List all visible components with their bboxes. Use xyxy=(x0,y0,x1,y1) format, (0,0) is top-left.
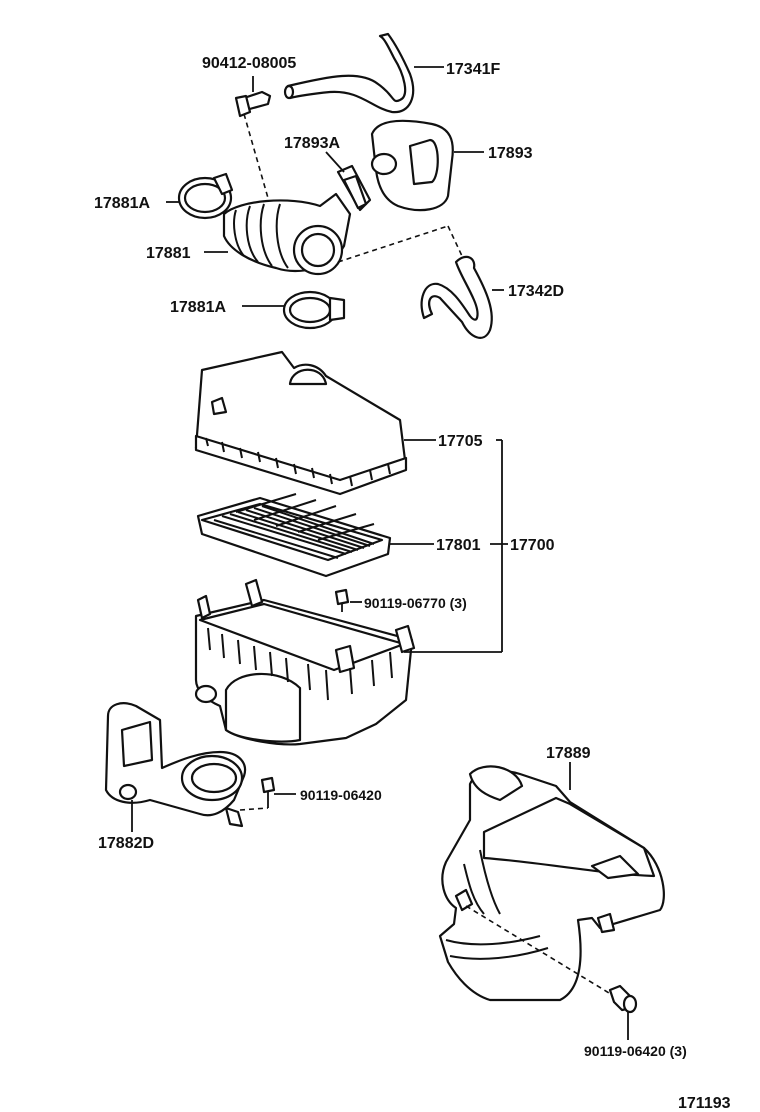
dash-17889 xyxy=(465,905,615,997)
label-90119-06770: 90119-06770 (3) xyxy=(364,595,467,611)
dash-17882d xyxy=(239,807,269,811)
air-cleaner-case-part xyxy=(194,578,416,746)
dash-17342d xyxy=(337,225,449,263)
clip-17893a-part xyxy=(336,164,372,212)
label-90119-06420-a: 90119-06420 xyxy=(300,787,382,803)
label-17881a-bottom: 17881A xyxy=(170,299,226,316)
dash-90412 xyxy=(243,113,271,206)
label-17882d: 17882D xyxy=(98,835,154,852)
air-cleaner-duct-17889-part xyxy=(438,765,665,1002)
hose-17342d-part xyxy=(420,255,493,339)
bolt-90119-06420-b-part xyxy=(608,984,638,1014)
label-17341f: 17341F xyxy=(446,61,500,78)
leader-17893a xyxy=(325,151,345,173)
label-17705: 17705 xyxy=(438,433,483,450)
bolt-90119-06770-part xyxy=(334,588,350,612)
intake-hose-17881-part xyxy=(222,192,352,276)
label-90412-08005: 90412-08005 xyxy=(202,55,296,72)
air-cleaner-cap-17705-part xyxy=(194,350,408,496)
label-17342d: 17342D xyxy=(508,283,564,300)
clamp-17881a-top-part xyxy=(177,172,234,220)
label-17881: 17881 xyxy=(146,245,191,262)
hose-17341f-part xyxy=(283,32,415,114)
label-17889: 17889 xyxy=(546,745,591,762)
resonator-17893-part xyxy=(370,119,454,212)
filter-element-17801-part xyxy=(196,493,392,578)
label-17893: 17893 xyxy=(488,145,533,162)
bolt-90119-06420-a-part xyxy=(260,776,276,808)
intake-duct-17882d-part xyxy=(104,702,247,828)
diagram-id: 171193 xyxy=(678,1095,731,1112)
clamp-17881a-bottom-part xyxy=(282,290,346,330)
label-17801: 17801 xyxy=(436,537,481,554)
label-17881a-top: 17881A xyxy=(94,195,150,212)
label-17700: 17700 xyxy=(510,537,555,554)
label-90119-06420-b: 90119-06420 (3) xyxy=(584,1043,687,1059)
label-17893a: 17893A xyxy=(284,135,340,152)
vacuum-fitting-part xyxy=(234,90,272,118)
dash-17342d-b xyxy=(447,225,463,257)
